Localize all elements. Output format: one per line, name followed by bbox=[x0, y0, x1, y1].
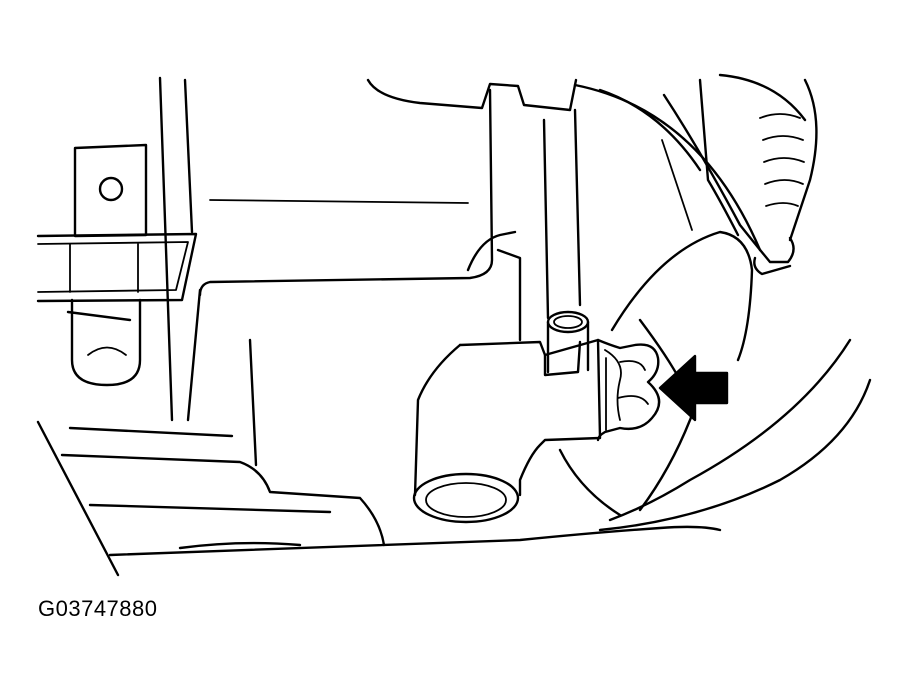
large-hose bbox=[573, 73, 818, 276]
housing-body bbox=[198, 78, 582, 467]
left-bracket bbox=[36, 143, 198, 387]
frame-lines bbox=[36, 76, 469, 577]
arrow-left-icon bbox=[658, 354, 729, 422]
figure-code: G03747880 bbox=[38, 596, 158, 621]
curved-pipe bbox=[108, 230, 872, 557]
elbow-fitting bbox=[412, 310, 602, 524]
hose-clamp bbox=[596, 338, 661, 442]
